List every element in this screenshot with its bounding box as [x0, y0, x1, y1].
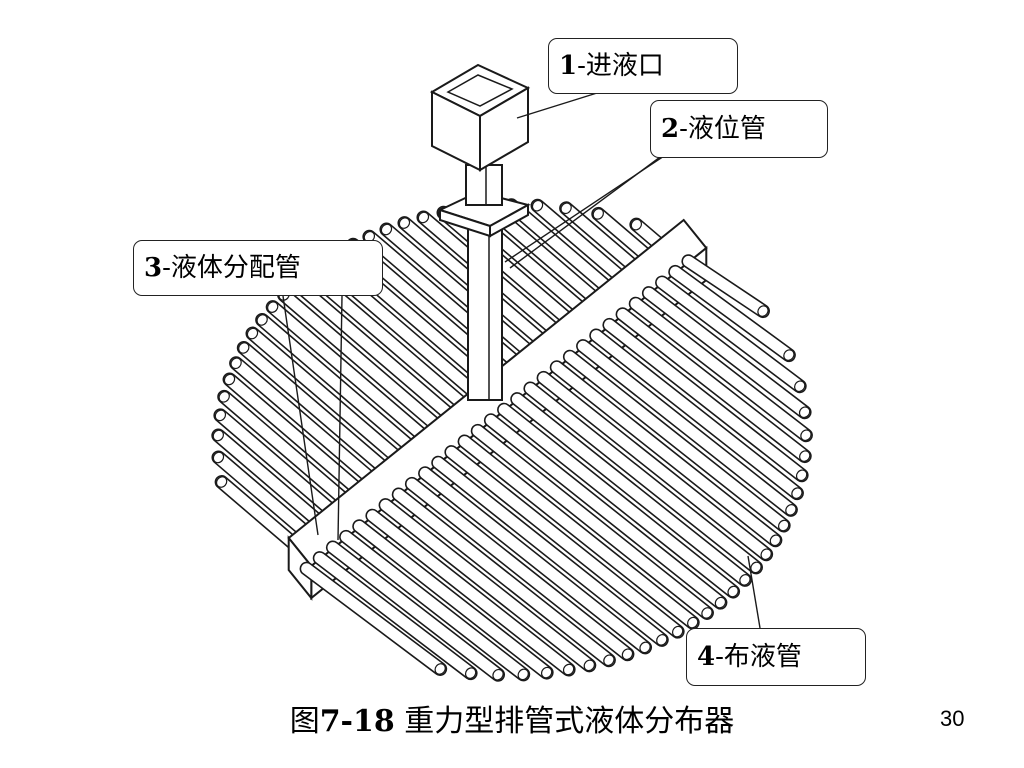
caption-number: 7-18	[319, 704, 395, 739]
liquid-inlet	[429, 63, 531, 172]
pipe	[325, 540, 506, 682]
pipe	[391, 487, 616, 668]
pipe	[378, 498, 597, 673]
pipe	[615, 307, 812, 464]
pipe	[265, 300, 446, 456]
pipe	[576, 339, 798, 517]
callout-number: 1	[559, 51, 578, 81]
pipe	[229, 356, 393, 499]
callout-label: -进液口	[577, 51, 664, 81]
pipe	[352, 519, 554, 680]
pipe	[299, 561, 448, 676]
caption-text: 重力型排管式液体分布器	[394, 704, 735, 739]
leader-line	[516, 92, 598, 119]
pipe	[628, 296, 813, 443]
pipe	[217, 389, 367, 520]
inlet-right-face	[479, 86, 529, 172]
leader-line	[747, 555, 761, 629]
level-tube	[437, 164, 531, 401]
pipe	[418, 466, 653, 655]
riser-neck	[465, 164, 503, 206]
callout-inlet: 1-进液口	[548, 38, 738, 94]
inlet-opening	[446, 74, 514, 107]
pipe	[497, 402, 741, 599]
callout-label: -布液管	[715, 642, 802, 672]
pipe	[602, 317, 809, 483]
callout-number: 4	[697, 642, 716, 672]
flange-side	[489, 203, 529, 238]
pipe	[483, 413, 728, 610]
pipe	[549, 360, 783, 548]
pipe	[681, 254, 770, 319]
pipe	[444, 445, 685, 639]
caption-prefix: 图	[289, 704, 320, 739]
pipe	[457, 434, 700, 630]
pipe	[236, 340, 406, 488]
callout-number: 3	[144, 253, 163, 283]
pipe	[339, 529, 531, 682]
riser-body	[467, 214, 503, 401]
leader-line	[282, 295, 319, 536]
pipe	[222, 372, 380, 509]
pipe	[523, 381, 763, 575]
pipe	[312, 551, 478, 681]
leader-line	[509, 145, 676, 269]
callout-level-tube: 2-液位管	[650, 100, 828, 158]
pipe	[668, 264, 796, 363]
pipe	[245, 326, 419, 477]
pipe	[470, 423, 714, 620]
figure-caption: 图7-18 重力型排管式液体分布器	[0, 696, 1024, 740]
pipe	[589, 328, 804, 501]
page-number: 30	[940, 706, 965, 731]
pipe	[641, 286, 812, 420]
pipe	[404, 476, 635, 662]
pipe	[562, 349, 791, 533]
callout-label: -液位管	[679, 114, 766, 144]
pipe	[536, 370, 774, 562]
distribution-pipes-front	[299, 254, 813, 682]
callout-label: -液体分配管	[162, 253, 301, 283]
pipe	[379, 222, 551, 371]
callout-distribution-header: 3-液体分配管	[133, 240, 383, 296]
pipe	[431, 455, 669, 647]
pipe	[365, 508, 576, 677]
callout-number: 2	[661, 114, 680, 144]
pipe	[510, 392, 752, 587]
pipe	[213, 408, 354, 530]
callout-distribution-pipe: 4-布液管	[686, 628, 866, 686]
pipe	[655, 275, 807, 394]
callout-leaders	[282, 92, 761, 629]
leader-line	[337, 295, 343, 541]
